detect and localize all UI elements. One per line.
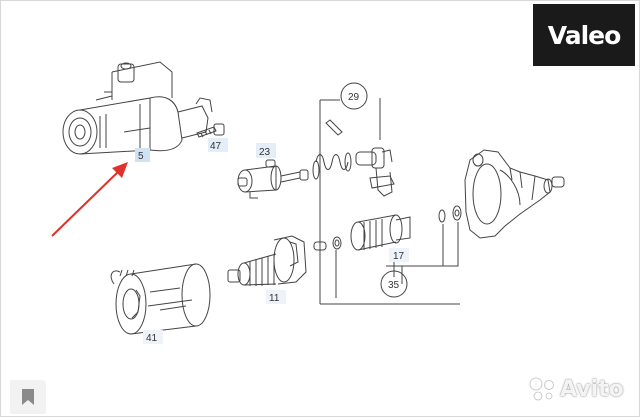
logo-text: Valeo: [547, 20, 622, 50]
label-starter: 5: [138, 151, 144, 162]
red-pointer-arrow: [51, 162, 128, 237]
highlight-47: [208, 138, 228, 152]
bookmark-button[interactable]: [10, 380, 46, 414]
valeo-logo: Valeo: [533, 4, 635, 66]
label-brush-holder: 29: [348, 92, 360, 103]
drive-pinion-part: [350, 214, 411, 251]
label-solenoid: 23: [259, 147, 271, 158]
label-kit: 35: [388, 280, 400, 291]
armature-part: [227, 235, 307, 286]
avito-watermark: Avito: [528, 374, 624, 404]
label-housing: 41: [146, 333, 158, 344]
callout-circle-29: [340, 82, 368, 110]
label-armature: 11: [269, 293, 280, 304]
yoke-housing-part: [110, 263, 211, 335]
brush-holder-part: [312, 98, 395, 197]
front-housing-part: [464, 149, 553, 239]
highlight-5: [135, 148, 150, 162]
highlight-17: [389, 248, 409, 262]
starter-motor-assembly: [62, 61, 213, 155]
highlight-41: [143, 330, 163, 344]
screw-part: [196, 123, 225, 138]
label-screw: 47: [210, 141, 222, 152]
avito-logo-icon: [529, 377, 554, 401]
highlight-23: [256, 143, 276, 158]
callout-lines: [319, 98, 460, 305]
watermark-text: Avito: [560, 376, 624, 402]
highlight-11: [266, 290, 286, 304]
bookmark-icon: [22, 389, 34, 405]
callout-circle-35: [380, 270, 408, 298]
solenoid-part: [237, 159, 309, 199]
label-drive: 17: [393, 251, 405, 262]
